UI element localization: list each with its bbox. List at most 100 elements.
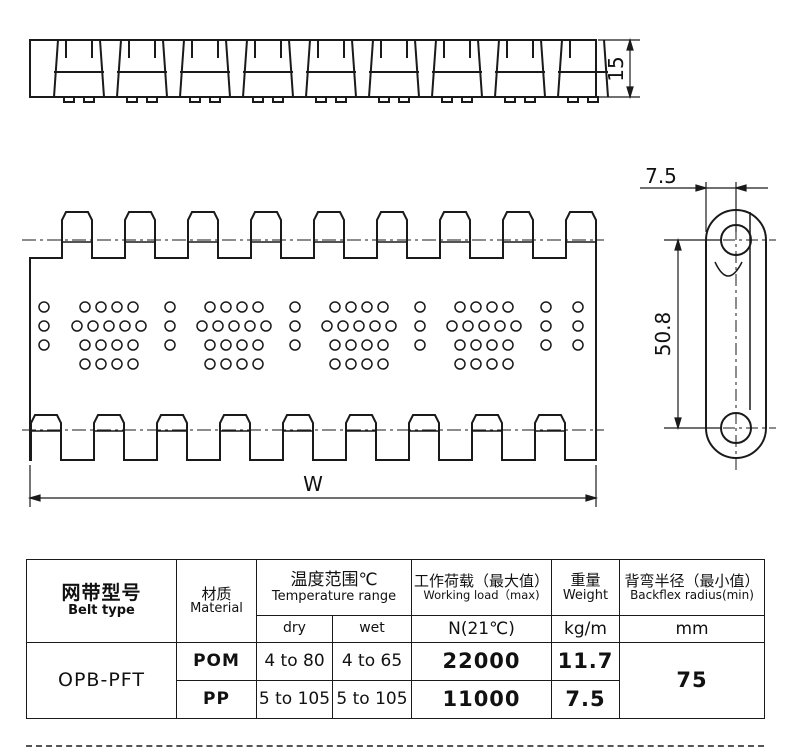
profile-foot: [524, 96, 536, 103]
hole: [494, 320, 506, 332]
offset-label: 7.5: [645, 164, 677, 188]
dry-header: dry: [256, 615, 333, 643]
hole: [220, 301, 232, 313]
profile-module: [431, 39, 483, 98]
hole: [377, 301, 389, 313]
belt-side-profile-view: [29, 39, 609, 103]
hole: [486, 339, 498, 351]
hole: [260, 320, 272, 332]
hole: [454, 339, 466, 351]
hole: [289, 301, 301, 313]
belt-plan-view: [22, 211, 604, 461]
link-centerlines: [700, 205, 776, 470]
hole: [329, 358, 341, 370]
profile-foot: [146, 96, 158, 103]
hole: [454, 301, 466, 313]
hole: [38, 320, 50, 332]
hole: [502, 339, 514, 351]
hole: [38, 301, 50, 313]
hole: [414, 339, 426, 351]
hole: [95, 358, 107, 370]
thickness-dimension: [598, 37, 640, 100]
profile-foot: [272, 96, 284, 103]
hole: [127, 301, 139, 313]
temperature-header: 温度范围℃ Temperature range: [256, 559, 412, 616]
profile-module: [368, 39, 420, 98]
profile-foot: [63, 96, 75, 103]
width-dimension: [27, 465, 599, 507]
hole: [369, 320, 381, 332]
profile-foot: [504, 96, 516, 103]
hole: [236, 339, 248, 351]
hole: [377, 358, 389, 370]
hole: [212, 320, 224, 332]
hole: [486, 301, 498, 313]
dashed-divider: [26, 745, 764, 747]
pitch-dimension: [664, 237, 722, 431]
hole: [486, 358, 498, 370]
profile-foot: [252, 96, 264, 103]
spec-table: 网带型号 Belt type 材质 Material 温度范围℃ Tempera…: [26, 559, 765, 719]
hole: [502, 301, 514, 313]
wet-cell: 5 to 105: [332, 680, 412, 719]
load-cell: 11000: [411, 680, 552, 719]
hole: [228, 320, 240, 332]
hole: [470, 301, 482, 313]
hole: [446, 320, 458, 332]
hole: [95, 339, 107, 351]
hole: [127, 358, 139, 370]
profile-foot: [335, 96, 347, 103]
hole: [252, 301, 264, 313]
hole: [462, 320, 474, 332]
material-cell: PP: [176, 680, 257, 719]
hole: [252, 339, 264, 351]
hole: [361, 301, 373, 313]
hole: [164, 301, 176, 313]
backflex-unit: mm: [619, 615, 765, 643]
hole: [572, 339, 584, 351]
hole: [204, 358, 216, 370]
hole: [220, 339, 232, 351]
hole: [321, 320, 333, 332]
table-row: PP 5 to 105 5 to 105 11000 7.5: [27, 680, 765, 719]
hole: [204, 339, 216, 351]
load-header: 工作荷载（最大值） Working load（max): [411, 559, 552, 616]
profile-foot: [126, 96, 138, 103]
profile-foot: [83, 96, 95, 103]
belt-technical-drawing: 15 W 50.8 7.5: [22, 37, 776, 507]
table-header-row: 网带型号 Belt type 材质 Material 温度范围℃ Tempera…: [26, 559, 765, 643]
hole: [164, 320, 176, 332]
hole: [103, 320, 115, 332]
hole: [540, 320, 552, 332]
hole: [502, 358, 514, 370]
hole: [540, 301, 552, 313]
hole: [361, 339, 373, 351]
belt-type-header: 网带型号 Belt type: [26, 559, 177, 643]
hole: [79, 358, 91, 370]
hole: [87, 320, 99, 332]
thickness-label: 15: [604, 56, 628, 81]
hole: [95, 301, 107, 313]
hole: [111, 339, 123, 351]
table-units-row: dry wet N(21℃) kg/m mm: [27, 615, 765, 643]
hole: [337, 320, 349, 332]
hole: [329, 301, 341, 313]
profile-module: [53, 39, 105, 98]
wet-header: wet: [332, 615, 412, 643]
hole: [289, 320, 301, 332]
hole: [119, 320, 131, 332]
wet-cell: 4 to 65: [332, 642, 412, 681]
hole: [111, 358, 123, 370]
hole: [540, 339, 552, 351]
pitch-label: 50.8: [651, 312, 675, 357]
hole: [385, 320, 397, 332]
profile-foot: [378, 96, 390, 103]
hole: [79, 339, 91, 351]
hole: [414, 320, 426, 332]
backflex-cell: 75: [619, 642, 765, 719]
hole: [345, 339, 357, 351]
profile-module: [116, 39, 168, 98]
profile-module: [242, 39, 294, 98]
hole: [244, 320, 256, 332]
profile-module: [557, 39, 609, 98]
